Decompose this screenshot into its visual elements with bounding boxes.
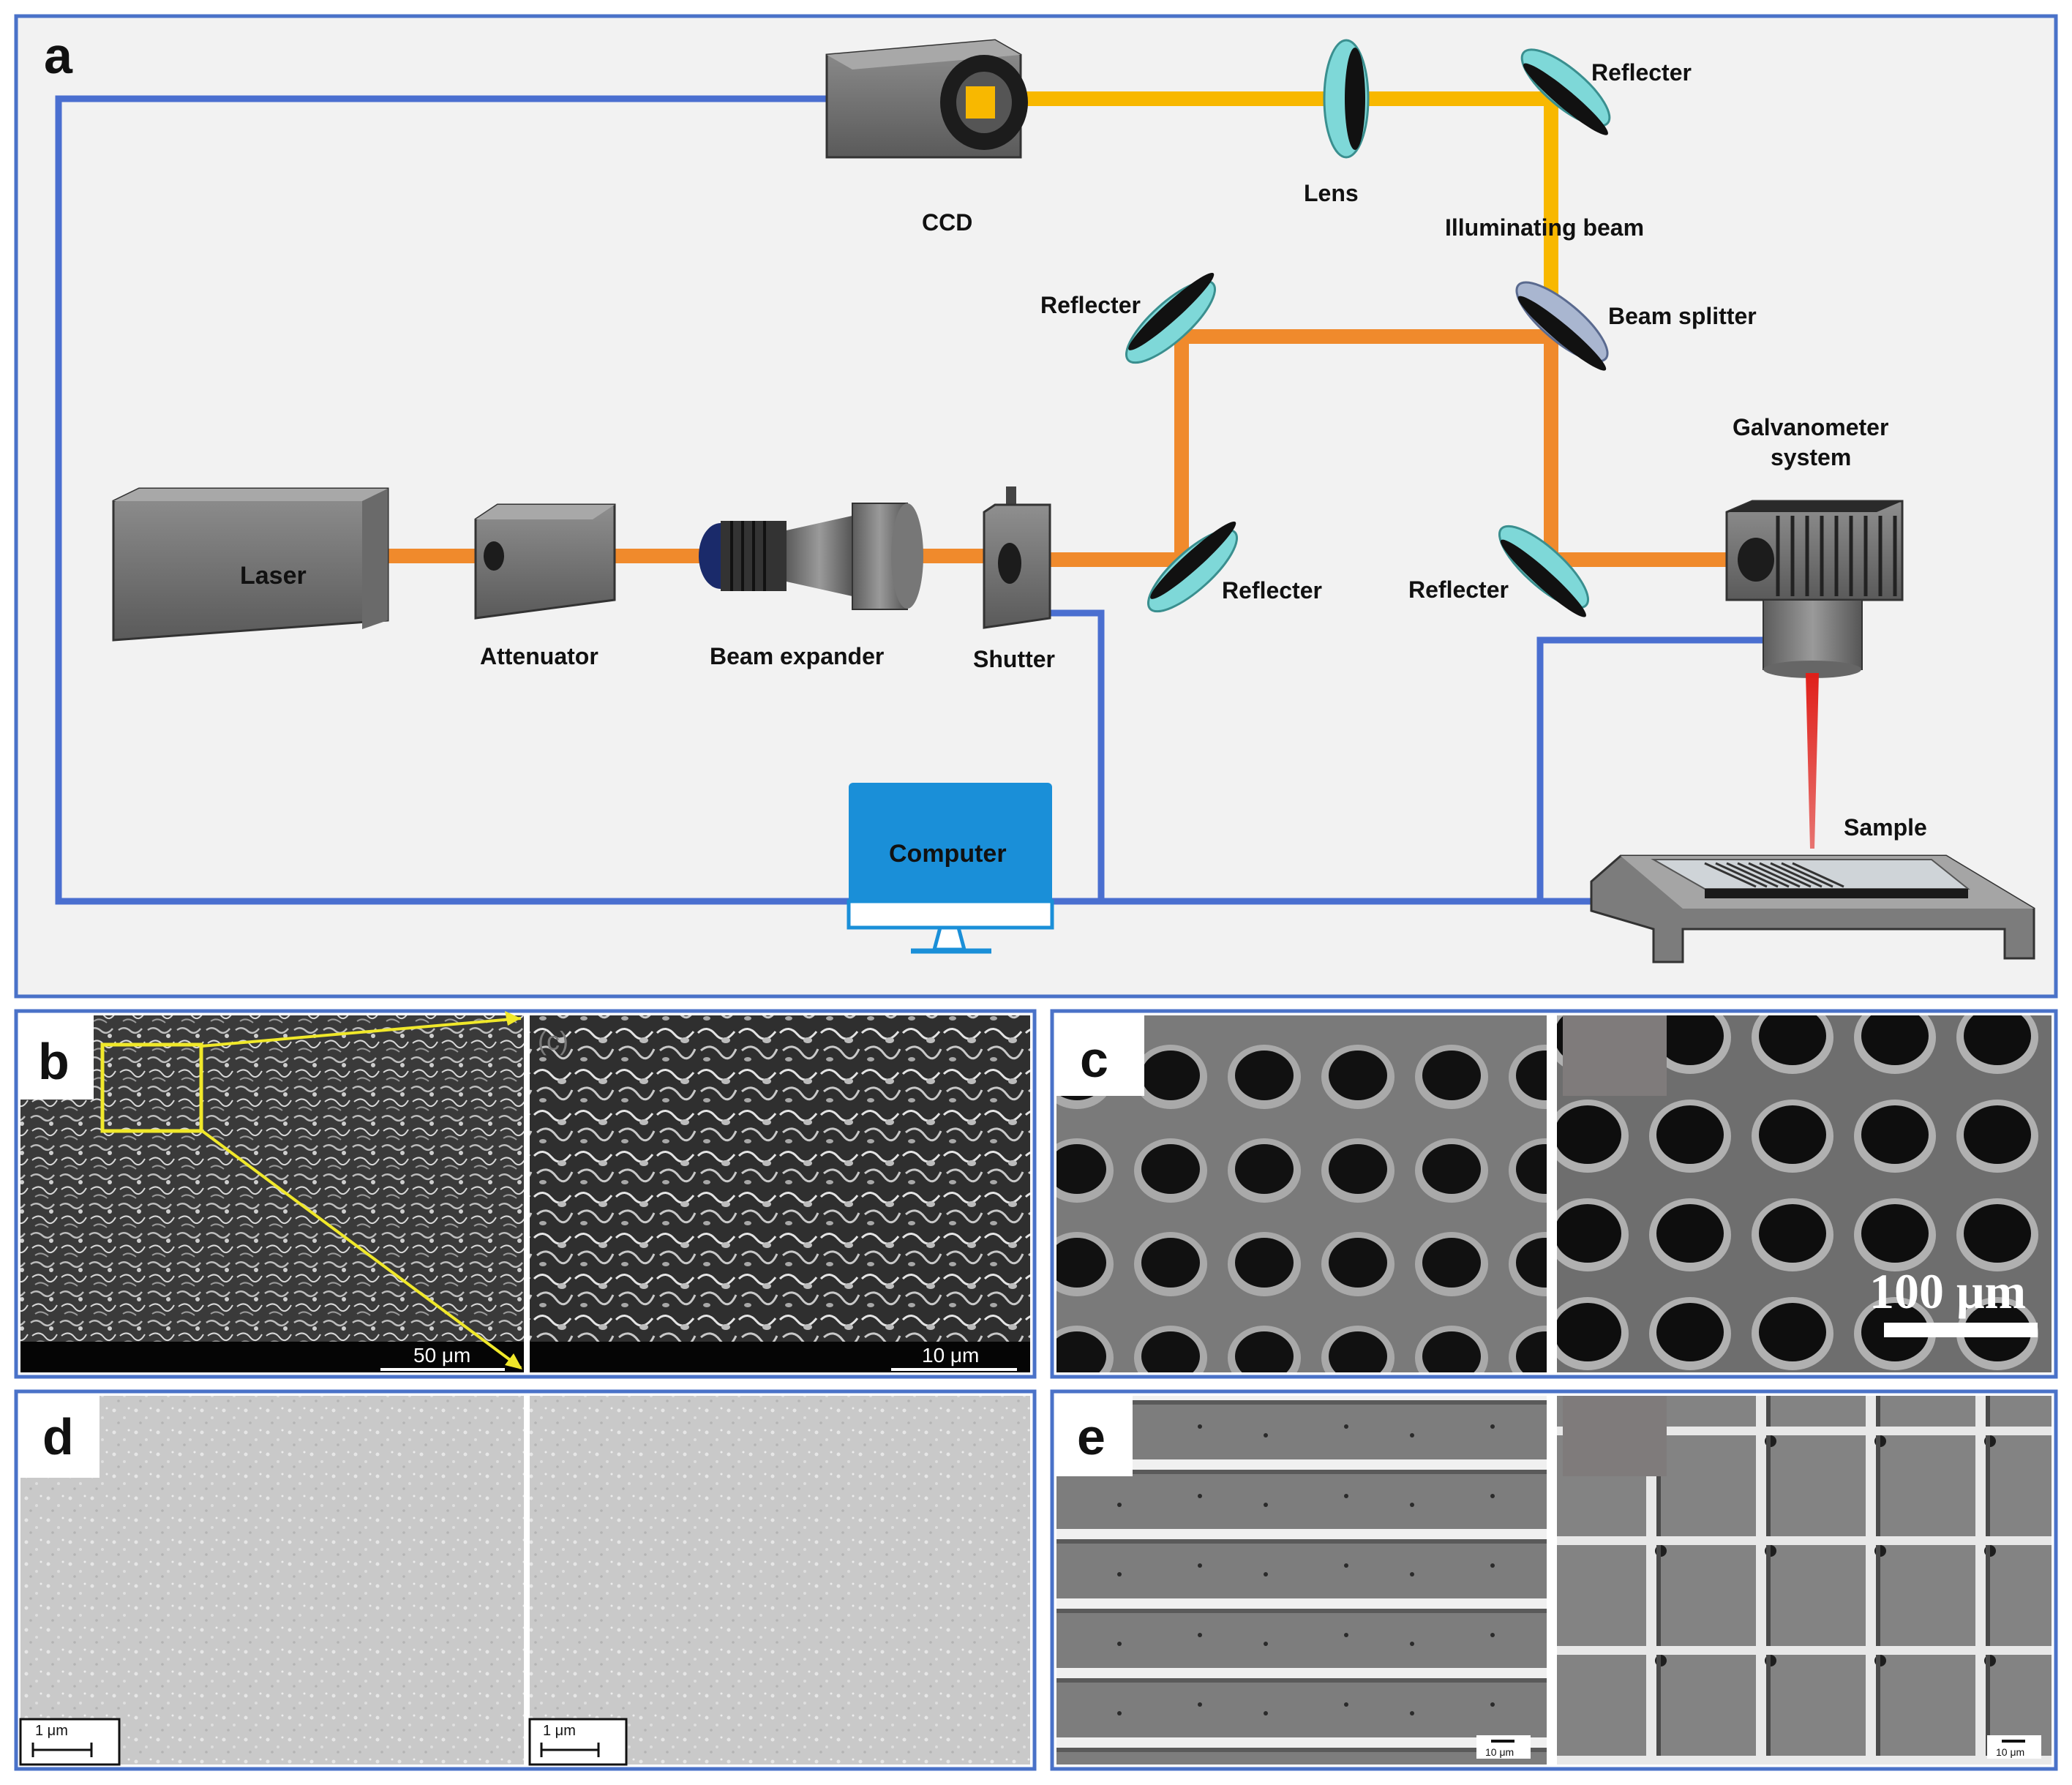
- panel-d: d 1 μm 1 μm: [14, 1389, 1037, 1771]
- computer-label: Computer: [889, 840, 1007, 868]
- scale-box-d-right: [528, 1718, 628, 1766]
- zoom-arrow-top: [505, 1011, 521, 1026]
- sem-image-d-left: [20, 1396, 524, 1765]
- laser-beam-path: [388, 329, 1763, 567]
- galvanometer-label-line1: Galvanometer: [1733, 414, 1888, 440]
- scale-text-e-left: 10 μm: [1485, 1746, 1514, 1758]
- control-wires: [55, 95, 1765, 905]
- galvanometer-unit: [1725, 500, 1904, 849]
- sem-image-e-left: [1056, 1396, 1547, 1765]
- reflecter-top-mirror: [1520, 48, 1611, 135]
- shutter-label: Shutter: [973, 646, 1055, 672]
- sem-image-b-right: [530, 1015, 1030, 1342]
- panel-c-letter-box: [1056, 1015, 1144, 1096]
- zoom-arrow-bottom: [505, 1353, 522, 1369]
- zoom-region-box: [100, 1042, 203, 1133]
- illuminating-beam-label: Illuminating beam: [1445, 214, 1644, 241]
- reflecter-lower-right-mirror: [1498, 525, 1590, 617]
- ccd-label: CCD: [922, 209, 972, 236]
- panel-d-letter: d: [42, 1408, 74, 1465]
- beam-splitter-optic: [1515, 281, 1609, 371]
- zoom-line-top: [200, 1017, 522, 1048]
- reflecter-lower-right-label: Reflecter: [1408, 576, 1509, 603]
- scale-bar-d-right: [540, 1743, 600, 1757]
- panel-b-letter-box: [20, 1015, 94, 1100]
- scale-box-e-right: [1987, 1735, 2041, 1759]
- scale-text-c: 100 μm: [1869, 1263, 2026, 1319]
- panel-b: b (c) 50 μm 10 μm: [14, 1009, 1037, 1379]
- lens-optic: [1323, 39, 1370, 159]
- laser-label: Laser: [240, 562, 307, 590]
- scale-bar-c: [1884, 1323, 2038, 1337]
- sem-image-d-right: [530, 1396, 1030, 1765]
- reflecter-upper-left-label: Reflecter: [1040, 292, 1141, 318]
- scale-text-e-right: 10 μm: [1996, 1746, 2024, 1758]
- wire-galvo-computer: [1050, 636, 1765, 905]
- galvanometer-label-line2: system: [1771, 444, 1851, 470]
- overlay-box-e: [1563, 1396, 1667, 1476]
- scale-box-e-left: [1476, 1735, 1531, 1759]
- sample-label: Sample: [1844, 814, 1927, 841]
- computer-monitor: [847, 783, 1054, 954]
- panel-e-letter-box: [1056, 1396, 1133, 1476]
- panel-e: e 10 μm 10 μm: [1050, 1389, 2058, 1771]
- reflecter-upper-left-mirror: [1125, 272, 1217, 364]
- sample-stage: [1590, 854, 2035, 963]
- panel-a: a CCD Lens: [14, 14, 2058, 999]
- scale-text-d-left: 1 μm: [35, 1723, 68, 1739]
- overlay-box-c: [1563, 1015, 1667, 1096]
- panel-b-letter: b: [38, 1033, 70, 1090]
- beam-shutter-galvo: [1043, 329, 1763, 567]
- scale-box-d-left: [19, 1718, 121, 1766]
- shutter-unit: [983, 486, 1051, 629]
- panel-c: c 100 μm: [1050, 1009, 2058, 1379]
- scale-bar-d-left: [31, 1743, 93, 1757]
- ccd-camera: [825, 39, 1028, 159]
- reflecter-lower-left-mirror: [1146, 521, 1239, 613]
- scale-text-b-left: 50 μm: [413, 1344, 470, 1367]
- beam-splitter-label: Beam splitter: [1608, 303, 1757, 329]
- attenuator-label: Attenuator: [480, 643, 598, 669]
- panel-e-letter: e: [1077, 1408, 1106, 1465]
- panel-d-letter-box: [20, 1396, 100, 1478]
- beam-expander-label: Beam expander: [710, 643, 884, 669]
- panel-a-letter: a: [44, 27, 73, 84]
- scale-text-d-right: 1 μm: [543, 1723, 576, 1739]
- beam-expander-unit: [699, 503, 923, 610]
- laser-source: [112, 487, 389, 642]
- lens-label: Lens: [1304, 180, 1359, 206]
- scale-text-b-right: 10 μm: [922, 1344, 979, 1367]
- reflecter-lower-left-label: Reflecter: [1222, 577, 1322, 604]
- inset-label-b: (c): [538, 1026, 568, 1056]
- zoom-line-bottom: [200, 1129, 522, 1369]
- panel-c-letter: c: [1080, 1031, 1108, 1088]
- attenuator-unit: [474, 503, 616, 620]
- sem-image-b-left: [20, 1015, 524, 1342]
- wire-ccd-computer: [55, 95, 849, 905]
- reflecter-top-label: Reflecter: [1591, 59, 1692, 86]
